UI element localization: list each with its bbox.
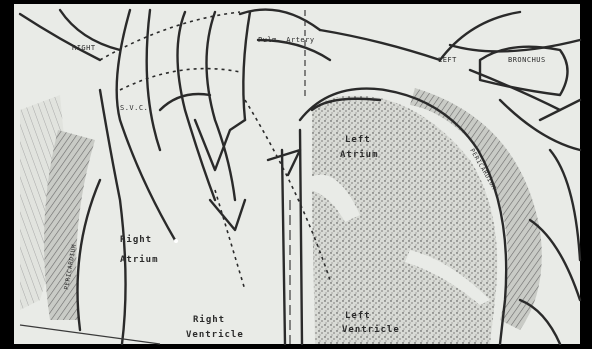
- label-bronchus: BRONCHUS: [508, 56, 546, 64]
- label-right-ventricle-line1: Right: [193, 314, 225, 325]
- label-right-ventricle-line2: Ventricle: [186, 329, 244, 340]
- label-left-ventricle-line2: Ventricle: [342, 324, 400, 335]
- label-left-ventricle-line1: Left: [345, 311, 371, 321]
- label-left: LEFT: [438, 56, 457, 64]
- label-left-atrium-line2: Atrium: [340, 149, 379, 160]
- label-svc: S.V.C.: [120, 104, 148, 112]
- light-spot: [174, 239, 178, 243]
- label-right-atrium-line2: Atrium: [120, 254, 159, 265]
- label-right-atrium-line1: Right: [120, 234, 152, 245]
- label-pulm-artery: Pulm. Artery: [258, 36, 315, 44]
- label-right: RIGHT: [72, 44, 96, 52]
- label-left-atrium-line1: Left: [345, 135, 371, 145]
